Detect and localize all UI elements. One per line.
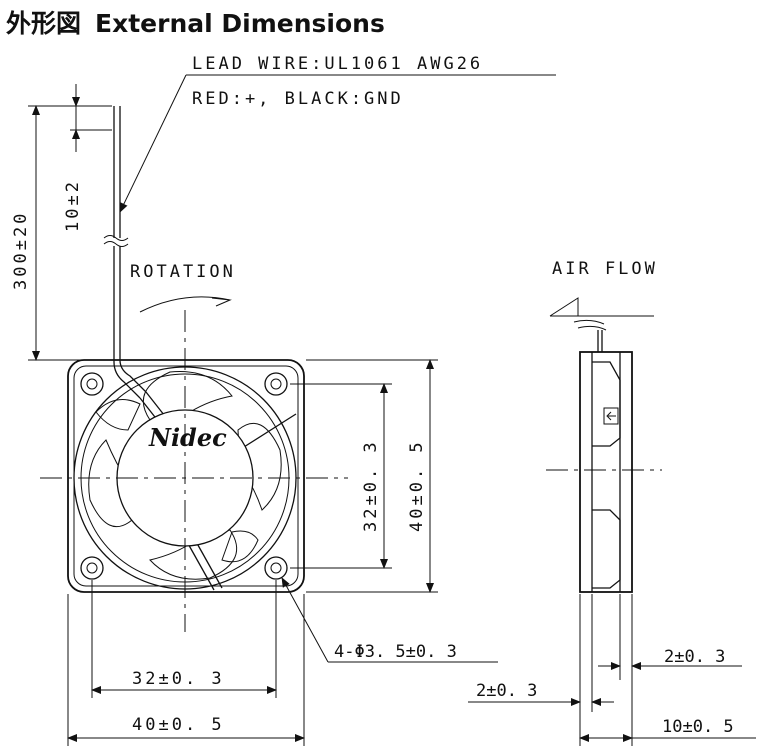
lead-strip-label: 10±2: [63, 179, 83, 232]
flange-right-dimension: 2±0. 3: [598, 594, 742, 680]
hole-pitch-v-dimension: 32±0. 3: [290, 383, 392, 569]
fan-side-view: AIR FLOW: [546, 259, 662, 593]
mounting-hole: [80, 556, 104, 580]
title-jp: 外形図: [6, 9, 82, 38]
mounting-hole: [264, 372, 288, 396]
lead-length-label: 300±20: [11, 211, 31, 290]
lead-strip-dimension: 10±2: [63, 84, 112, 232]
flange-right-label: 2±0. 3: [664, 647, 725, 667]
thickness-label: 10±0. 5: [662, 717, 734, 737]
fan-struts: [139, 391, 297, 591]
mounting-hole: [80, 372, 104, 396]
flange-left-dimension: 2±0. 3: [468, 594, 614, 746]
fan-front-view: Nidec: [40, 310, 348, 632]
mounting-hole: [264, 556, 288, 580]
hole-pitch-v-label: 32±0. 3: [361, 439, 381, 532]
hole-pitch-h-label: 32±0. 3: [132, 669, 225, 689]
lead-length-dimension: 300±20: [11, 105, 112, 361]
drawing-title: 外形図 External Dimensions: [6, 4, 385, 40]
size-h-label: 40±0. 5: [132, 715, 225, 735]
hole-pitch-h-dimension: 32±0. 3: [91, 580, 277, 698]
size-v-label: 40±0. 5: [407, 439, 427, 532]
lead-wire-label: LEAD WIRE:UL1061 AWG26: [192, 54, 483, 74]
flange-left-label: 2±0. 3: [476, 681, 537, 701]
wire-colors-label: RED:+, BLACK:GND: [192, 89, 404, 109]
lead-wires: [103, 106, 147, 399]
size-h-dimension: 40±0. 5: [67, 594, 305, 746]
lead-wire-note: LEAD WIRE:UL1061 AWG26 RED:+, BLACK:GND: [119, 54, 556, 213]
hole-callout-label: 4-Φ3. 5±0. 3: [334, 642, 457, 662]
size-v-dimension: 40±0. 5: [306, 359, 438, 593]
air-flow-label: AIR FLOW: [552, 259, 658, 279]
rotation-label: ROTATION: [130, 262, 236, 282]
rotation-indicator: ROTATION: [130, 262, 236, 313]
hole-callout: 4-Φ3. 5±0. 3: [281, 577, 498, 663]
nidec-logo: Nidec: [148, 423, 227, 452]
thickness-dimension: 10±0. 5: [579, 680, 756, 746]
title-en: External Dimensions: [95, 9, 385, 38]
